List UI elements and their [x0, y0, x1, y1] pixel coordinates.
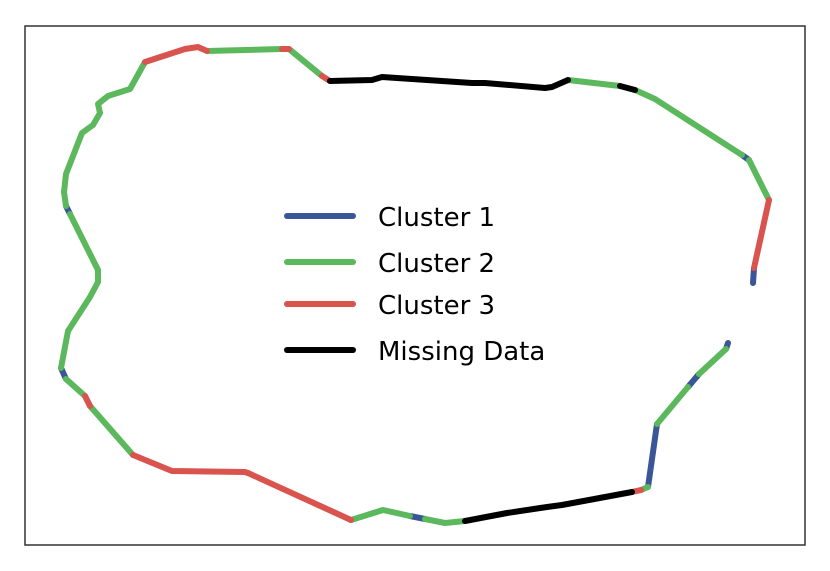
series-cluster-2-segment-10 — [58, 328, 71, 371]
series-cluster-2-segment-0 — [565, 77, 623, 89]
legend-item-cluster-2: Cluster 2 — [284, 249, 495, 279]
series-cluster-2-segment-7 — [348, 507, 413, 523]
series-missing-data-segment-0 — [327, 74, 571, 91]
series-cluster-3-segment-3 — [130, 452, 251, 476]
series-cluster-3-segment-5 — [142, 44, 210, 65]
series-missing-data-segment-2 — [462, 489, 635, 524]
legend-item-cluster-3: Cluster 3 — [284, 291, 495, 321]
series-cluster-2-segment-11 — [65, 211, 101, 334]
legend-label-cluster-2: Cluster 2 — [378, 249, 495, 279]
legend-label-missing-data: Missing Data — [378, 337, 545, 367]
legend-item-cluster-1: Cluster 1 — [284, 203, 495, 233]
series-cluster-2-segment-8 — [87, 403, 136, 458]
series-cluster-2-segment-1 — [632, 87, 745, 158]
series-cluster-2-segment-3 — [696, 346, 729, 377]
legend-label-cluster-3: Cluster 3 — [378, 291, 495, 321]
series-cluster-1-segment-4 — [645, 421, 660, 490]
legend: Cluster 1 Cluster 2 Cluster 3 Missing Da… — [284, 203, 545, 367]
series-cluster-2-segment-9 — [63, 376, 88, 399]
series-cluster-2-segment-13 — [204, 46, 285, 54]
series-missing-data-segment-1 — [617, 83, 638, 93]
series-cluster-2-segment-2 — [746, 157, 772, 203]
series-cluster-3-segment-0 — [751, 197, 772, 271]
legend-label-cluster-1: Cluster 1 — [378, 203, 495, 233]
series-cluster-2-segment-4 — [654, 384, 691, 427]
series-cluster-2-segment-6 — [422, 516, 468, 526]
series-cluster-2-segment-14 — [286, 46, 325, 79]
legend-item-missing-data: Missing Data — [284, 337, 545, 367]
plot-frame — [24, 25, 806, 546]
series-cluster-3-segment-2 — [245, 470, 354, 523]
series-cluster-2-segment-12 — [61, 59, 148, 209]
series-layer — [58, 44, 772, 526]
series-cluster-3-segment-4 — [82, 393, 93, 409]
